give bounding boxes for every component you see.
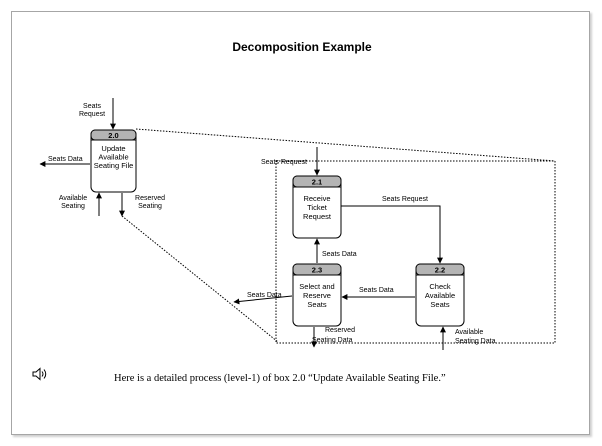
label-seats-request-1: Seats <box>83 103 101 110</box>
process-2-0-line1: Update <box>101 144 125 153</box>
label-available-seating-data-1: Available <box>455 329 483 336</box>
caption-text: Here is a detailed process (level-1) of … <box>114 373 446 384</box>
label-reserved-seating-data-2: Seating Data <box>312 337 353 344</box>
process-2-2-line1: Check <box>429 282 451 291</box>
label-reserved-seating-1: Reserved <box>135 195 165 202</box>
zoom-line-top <box>135 128 556 162</box>
process-2-0-id: 2.0 <box>108 131 118 140</box>
process-2-2-line2: Available <box>425 291 455 300</box>
process-2-3-id: 2.3 <box>312 266 322 275</box>
label-seats-request-in: Seats Request <box>261 159 307 166</box>
process-2-1: 2.1 Receive Ticket Request <box>292 175 342 239</box>
process-2-2-id: 2.2 <box>435 266 445 275</box>
zoom-line-bottom <box>121 215 279 343</box>
label-available-seating-data-2: Seating Data <box>455 338 496 345</box>
process-2-3-line3: Seats <box>307 300 326 309</box>
process-2-3: 2.3 Select and Reserve Seats <box>292 263 342 327</box>
label-seats-request-2-1-2-2: Seats Request <box>382 196 428 203</box>
process-2-1-line1: Receive <box>303 194 330 203</box>
process-2-0-line2: Available <box>98 153 128 162</box>
detail-boundary <box>275 160 556 344</box>
process-2-2-line3: Seats <box>430 300 449 309</box>
process-2-2: 2.2 Check Available Seats <box>415 263 465 327</box>
slide: Decomposition Example 2.0 Update Availab… <box>11 11 590 435</box>
flow-seats-data-out-2-3 <box>233 295 293 305</box>
label-seats-data-2-2-2-3: Seats Data <box>359 287 394 294</box>
process-2-3-line2: Reserve <box>303 291 331 300</box>
process-2-0: 2.0 Update Available Seating File <box>90 129 137 193</box>
decomposition-diagram: Decomposition Example 2.0 Update Availab… <box>32 40 556 384</box>
label-seats-request-2: Request <box>79 111 105 118</box>
flow-2-1-to-2-2 <box>341 205 443 264</box>
process-2-3-line1: Select and <box>299 282 334 291</box>
process-2-1-line3: Request <box>303 212 332 221</box>
process-2-0-line3: Seating File <box>94 161 134 170</box>
label-reserved-seating-2: Seating <box>138 203 162 210</box>
page-title: Decomposition Example <box>232 40 372 54</box>
process-2-1-line2: Ticket <box>307 203 328 212</box>
label-seats-data-out: Seats Data <box>247 292 282 299</box>
label-reserved-seating-data-1: Reserved <box>325 327 355 334</box>
label-seats-data: Seats Data <box>48 156 83 163</box>
speaker-icon[interactable] <box>32 367 47 381</box>
label-seats-data-2-3-2-1: Seats Data <box>322 251 357 258</box>
process-2-1-id: 2.1 <box>312 178 322 187</box>
label-available-seating-1: Available <box>59 195 87 202</box>
label-available-seating-2: Seating <box>61 203 85 210</box>
